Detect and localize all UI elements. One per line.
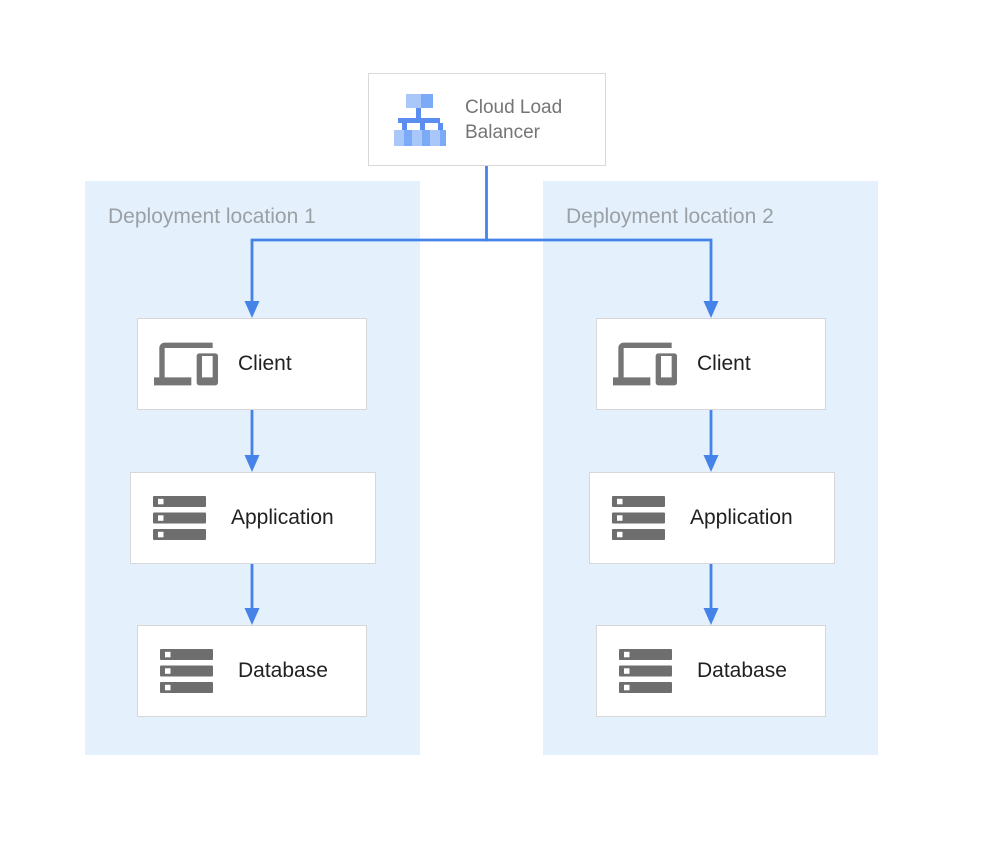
node-label: Database xyxy=(238,659,328,682)
node-database-1: Database xyxy=(137,625,367,717)
arrowhead-app2 xyxy=(703,455,719,472)
node-label: Application xyxy=(690,506,793,529)
server-stack-icon xyxy=(613,649,677,693)
node-client-2: Client xyxy=(596,318,826,410)
node-label: Client xyxy=(238,352,292,375)
load-balancer-label: Cloud Load Balancer xyxy=(465,96,563,143)
arrowhead-db2 xyxy=(703,608,719,625)
node-application-2: Application xyxy=(589,472,835,564)
node-label: Application xyxy=(231,506,334,529)
devices-icon xyxy=(613,332,677,396)
load-balancer-icon xyxy=(390,92,446,148)
node-label: Client xyxy=(697,352,751,375)
arrowhead-client2 xyxy=(703,301,719,318)
node-label: Database xyxy=(697,659,787,682)
server-stack-icon xyxy=(154,649,218,693)
arrowhead-client1 xyxy=(244,301,260,318)
node-application-1: Application xyxy=(130,472,376,564)
devices-icon xyxy=(154,332,218,396)
node-client-1: Client xyxy=(137,318,367,410)
node-database-2: Database xyxy=(596,625,826,717)
arrowhead-app1 xyxy=(244,455,260,472)
cloud-load-balancer-node: Cloud Load Balancer xyxy=(368,73,606,166)
zone-1-label: Deployment location 1 xyxy=(108,205,316,228)
zone-2-label: Deployment location 2 xyxy=(566,205,774,228)
arrowhead-db1 xyxy=(244,608,260,625)
server-stack-icon xyxy=(147,496,211,540)
server-stack-icon xyxy=(606,496,670,540)
